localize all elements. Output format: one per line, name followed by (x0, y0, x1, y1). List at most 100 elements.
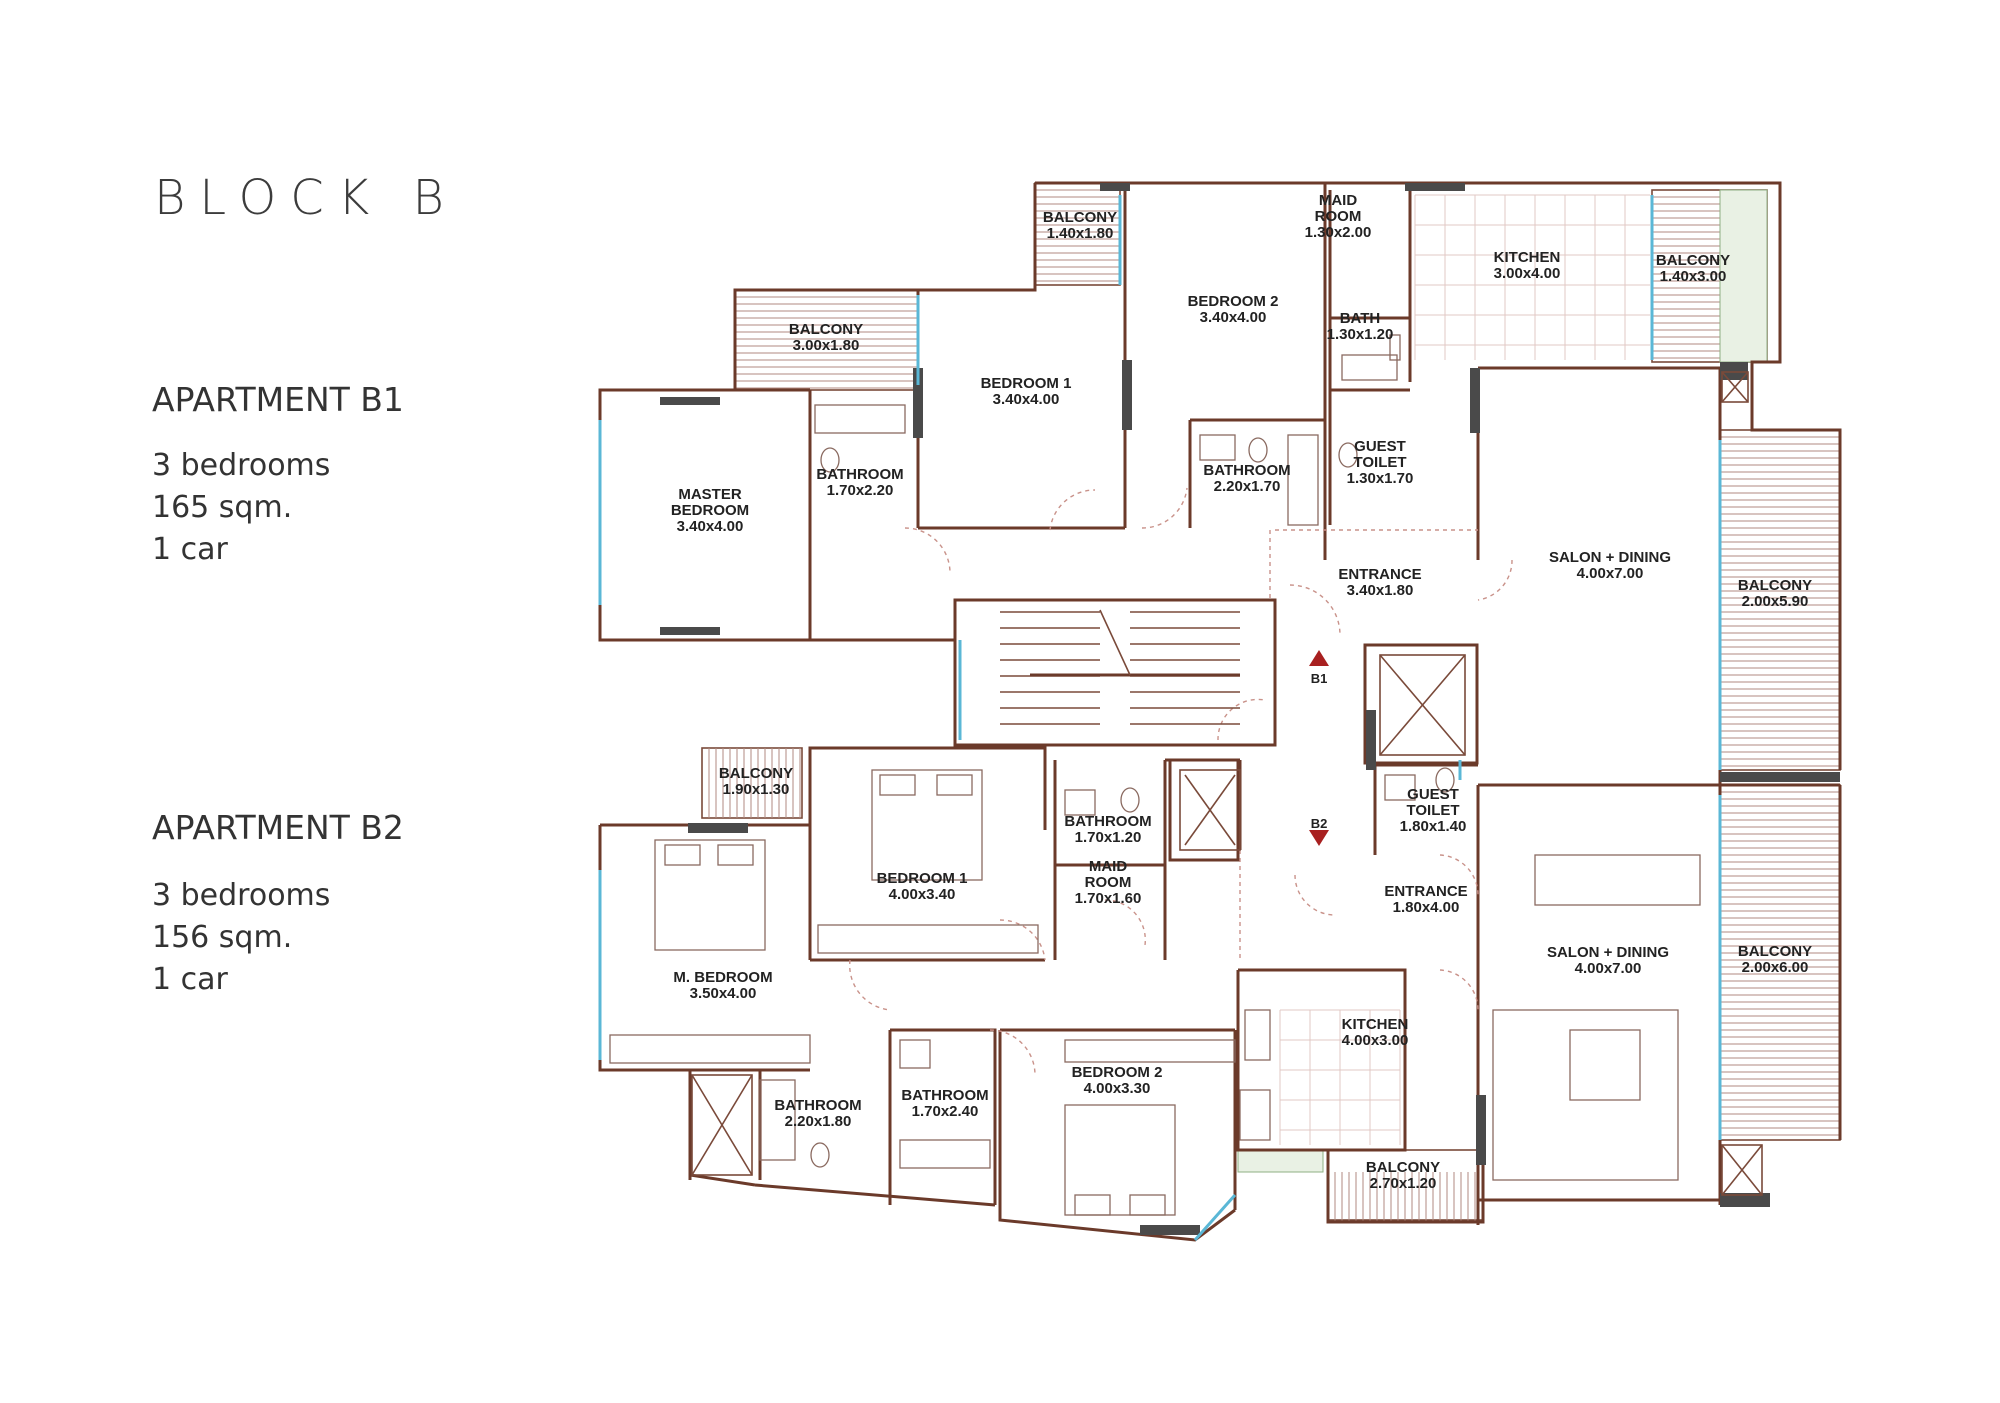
room-label-line: 4.00x3.40 (889, 886, 956, 903)
room-label-line: ENTRANCE (1338, 566, 1421, 583)
room-label-line: BATHROOM (1203, 462, 1290, 479)
planter-bottom (1237, 1149, 1324, 1173)
room-label-line: ROOM (1315, 208, 1362, 225)
room-label-line: 2.70x1.20 (1370, 1175, 1437, 1192)
room-label-line: 1.30x1.70 (1347, 470, 1414, 487)
balcony-hatching (701, 182, 1841, 1222)
apartment-b1-heading: APARTMENT B1 (152, 380, 404, 419)
room-label-line: MAID (1319, 192, 1357, 209)
lift-shafts (691, 371, 1763, 1196)
room-label-line: 3.00x4.00 (1494, 265, 1561, 282)
room-label-line: BALCONY (789, 321, 863, 338)
room-label-line: KITCHEN (1342, 1016, 1409, 1033)
room-label-line: 1.70x2.40 (912, 1103, 979, 1120)
block-title: BLOCK B (154, 170, 458, 226)
apartment-b2-bedrooms: 3 bedrooms (152, 878, 331, 913)
apartment-b2-area: 156 sqm. (152, 920, 293, 955)
room-label-line: BALCONY (1738, 577, 1812, 594)
room-label-line: 1.30x1.20 (1327, 326, 1394, 343)
room-label-line: 3.40x1.80 (1347, 582, 1414, 599)
room-label-line: 1.30x2.00 (1305, 224, 1372, 241)
room-label-line: 3.40x4.00 (1200, 309, 1267, 326)
wall-piers (660, 183, 1840, 1235)
room-label-line: 3.00x1.80 (793, 337, 860, 354)
room-label-line: 1.80x1.40 (1400, 818, 1467, 835)
room-label-line: ENTRANCE (1384, 883, 1467, 900)
room-label-line: 4.00x3.30 (1084, 1080, 1151, 1097)
apartment-b1-bedrooms: 3 bedrooms (152, 448, 331, 483)
room-label-line: MASTER (678, 486, 742, 503)
room-label-line: GUEST (1407, 786, 1459, 803)
room-label-line: 2.20x1.70 (1214, 478, 1281, 495)
room-label-line: BEDROOM 1 (877, 870, 968, 887)
room-label-line: BATHROOM (816, 466, 903, 483)
room-label-line: 3.40x4.00 (677, 518, 744, 535)
room-label-line: SALON + DINING (1549, 549, 1671, 566)
room-label-line: BALCONY (1366, 1159, 1440, 1176)
room-label-line: BATH (1340, 310, 1381, 327)
marker-b2-arrow (1309, 830, 1329, 846)
room-label-line: BATHROOM (901, 1087, 988, 1104)
room-label-line: BEDROOM (671, 502, 749, 519)
staircase (1000, 611, 1240, 725)
planter-top-right (1719, 189, 1768, 363)
room-label-line: MAID (1089, 858, 1127, 875)
room-label-line: KITCHEN (1494, 249, 1561, 266)
room-label-line: 2.00x5.90 (1742, 593, 1809, 610)
room-label-line: TOILET (1406, 802, 1459, 819)
bathroom-fixtures (759, 334, 1455, 1169)
stair-cut-line (1099, 609, 1131, 676)
room-label-line: M. BEDROOM (673, 969, 772, 986)
room-label-line: BATHROOM (774, 1097, 861, 1114)
apartment-b2-heading: APARTMENT B2 (152, 808, 404, 847)
room-label-line: 4.00x3.00 (1342, 1032, 1409, 1049)
marker-b2-label: B2 (1311, 816, 1328, 831)
room-label-line: ROOM (1085, 874, 1132, 891)
marker-b1-label: B1 (1311, 671, 1328, 686)
door-swings (848, 487, 1513, 1076)
room-label-line: BALCONY (1738, 943, 1812, 960)
room-label-line: 1.90x1.30 (723, 781, 790, 798)
room-label-line: 1.70x2.20 (827, 482, 894, 499)
kitchen-tiles (1279, 194, 1650, 1145)
room-label-line: 1.70x1.20 (1075, 829, 1142, 846)
room-label-line: TOILET (1353, 454, 1406, 471)
apartment-b1-area: 165 sqm. (152, 490, 293, 525)
apartment-b1-parking: 1 car (152, 532, 228, 567)
room-label-line: 2.20x1.80 (785, 1113, 852, 1130)
room-label-line: 4.00x7.00 (1577, 565, 1644, 582)
room-label-line: BALCONY (1043, 209, 1117, 226)
room-label-line: BEDROOM 2 (1188, 293, 1279, 310)
room-label-line: 1.80x4.00 (1393, 899, 1460, 916)
room-label-line: GUEST (1354, 438, 1406, 455)
room-label-line: 4.00x7.00 (1575, 960, 1642, 977)
walls (598, 181, 1842, 1242)
